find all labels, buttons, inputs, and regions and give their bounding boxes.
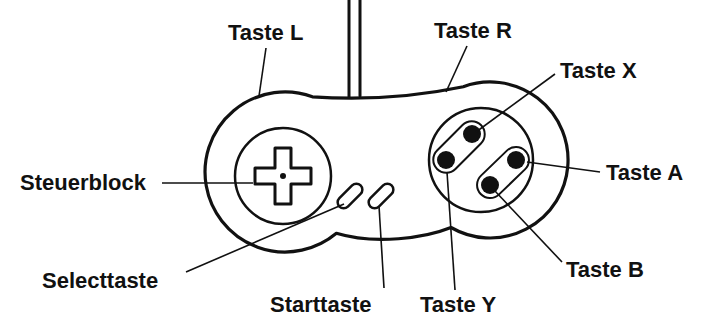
button-groove bbox=[472, 142, 535, 204]
leader-line bbox=[447, 172, 455, 290]
leader-line bbox=[476, 74, 555, 132]
part-label: Taste X bbox=[560, 58, 637, 84]
button-ring bbox=[429, 108, 533, 212]
leader-line bbox=[186, 204, 344, 272]
button-a bbox=[507, 151, 525, 169]
dpad-dot bbox=[280, 173, 286, 179]
dpad-cross bbox=[255, 148, 311, 204]
leader-line bbox=[379, 206, 384, 288]
leader-line bbox=[162, 182, 253, 184]
part-label: Taste B bbox=[566, 257, 644, 283]
controller-body bbox=[205, 82, 568, 252]
part-label: Steuerblock bbox=[20, 170, 146, 196]
leader-line bbox=[494, 190, 562, 262]
part-label: Taste Y bbox=[420, 292, 496, 318]
leader-line bbox=[259, 48, 266, 96]
start-button bbox=[366, 181, 396, 211]
part-label: Taste A bbox=[606, 160, 683, 186]
leader-line bbox=[446, 46, 467, 92]
part-label: Taste R bbox=[434, 18, 512, 44]
button-x bbox=[463, 125, 481, 143]
button-groove bbox=[428, 116, 490, 178]
leader-line bbox=[527, 162, 600, 172]
part-label: Selecttaste bbox=[42, 268, 158, 294]
button-y bbox=[437, 151, 455, 169]
dpad-ring bbox=[235, 128, 331, 224]
part-label: Starttaste bbox=[270, 292, 371, 318]
part-label: Taste L bbox=[228, 20, 303, 46]
cable bbox=[348, 0, 351, 98]
cable bbox=[359, 0, 362, 96]
